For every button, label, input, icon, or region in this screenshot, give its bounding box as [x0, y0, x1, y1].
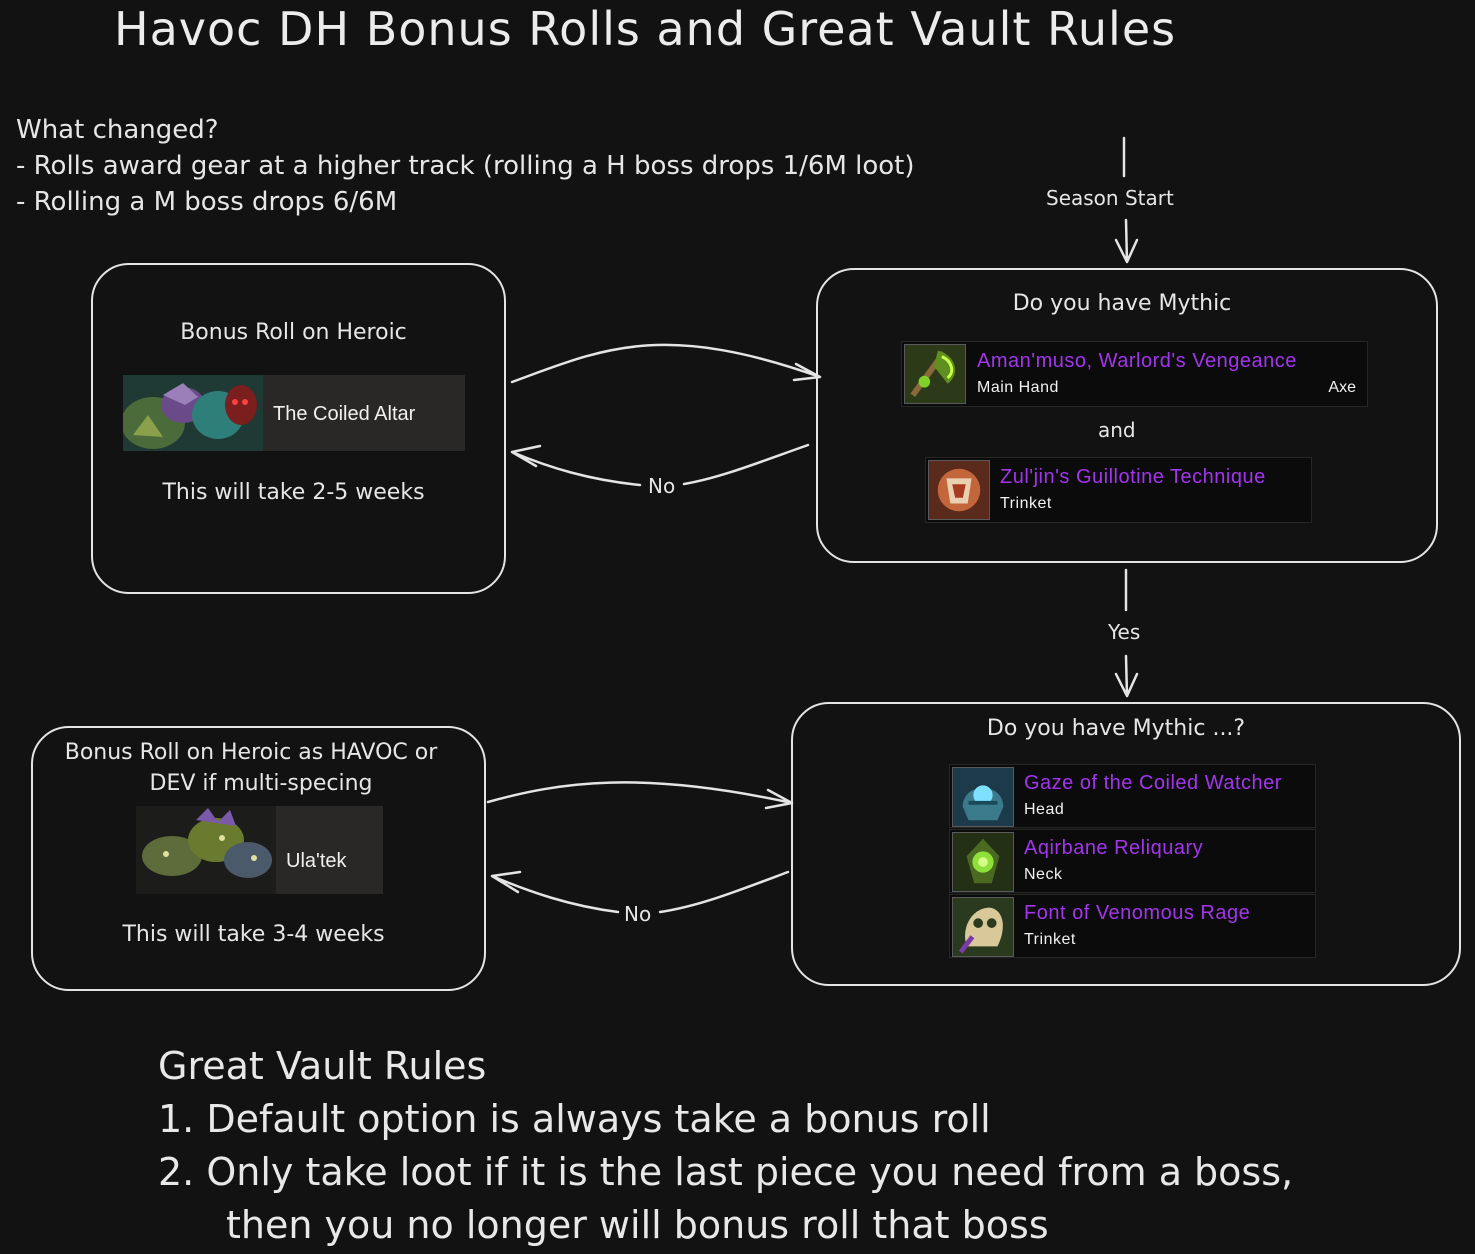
boss-name: Ula'tek	[286, 850, 347, 872]
helm-icon	[952, 767, 1014, 827]
bonus-roll-heroic-box	[91, 263, 506, 594]
boss-name: The Coiled Altar	[273, 403, 416, 425]
box-heading: Bonus Roll on Heroic as HAVOC or	[64, 740, 438, 765]
changes-heading: What changed?	[16, 115, 219, 145]
season-start-arrow	[1114, 218, 1139, 264]
page-title: Havoc DH Bonus Rolls and Great Vault Rul…	[114, 2, 1177, 56]
changes-line: - Rolling a M boss drops 6/6M	[16, 187, 398, 217]
trinket-icon	[928, 460, 990, 520]
box-heading: DEV if multi-specing	[149, 771, 373, 796]
boss-card: The Coiled Altar	[123, 375, 465, 451]
vault-rule-continuation: then you no longer will bonus roll that …	[226, 1203, 1049, 1247]
arrow-box2-to-box1-left	[682, 443, 810, 486]
item-name: Aqirbane Reliquary	[1024, 837, 1204, 859]
item-type: Axe	[1328, 379, 1356, 396]
item-slot: Main Hand	[977, 379, 1059, 396]
changes-notes: What changed? - Rolls award gear at a hi…	[16, 112, 915, 220]
item-name: Font of Venomous Rage	[1024, 902, 1251, 924]
item-slot: Neck	[1024, 866, 1063, 883]
yes-arrow	[1114, 654, 1139, 698]
box-heading: Do you have Mythic	[1012, 291, 1232, 316]
vault-rule: 1. Default option is always take a bonus…	[158, 1097, 991, 1141]
box-heading: Do you have Mythic ...?	[986, 716, 1246, 741]
item-row[interactable]: Gaze of the Coiled Watcher Head	[949, 764, 1316, 828]
no-label: No	[646, 474, 678, 498]
trinket-icon	[952, 897, 1014, 957]
no-label: No	[622, 902, 654, 926]
arrow-box4-to-box3-right	[490, 870, 620, 914]
boss-portrait-icon	[136, 806, 276, 894]
item-name: Aman'muso, Warlord's Vengeance	[977, 350, 1297, 372]
vault-heading: Great Vault Rules	[158, 1044, 487, 1088]
item-slot: Head	[1024, 801, 1065, 818]
changes-line: - Rolls award gear at a higher track (ro…	[16, 151, 915, 181]
item-row[interactable]: Font of Venomous Rage Trinket	[949, 894, 1316, 958]
great-vault-rules: Great Vault Rules 1. Default option is a…	[158, 1040, 1293, 1252]
item-name: Gaze of the Coiled Watcher	[1024, 772, 1282, 794]
arrow-box1-to-box2	[510, 343, 822, 384]
arrow-box3-to-box4	[486, 781, 794, 810]
item-row[interactable]: Aqirbane Reliquary Neck	[949, 829, 1316, 893]
item-row[interactable]: Zul'jin's Guillotine Technique Trinket	[925, 457, 1312, 523]
duration-text: This will take 3-4 weeks	[122, 922, 385, 947]
item-slot: Trinket	[1000, 495, 1052, 512]
axe-icon	[904, 344, 966, 404]
and-label: and	[1098, 418, 1136, 442]
yes-label: Yes	[1106, 620, 1143, 644]
mythic-check-box	[816, 268, 1438, 563]
arrow-box4-to-box3-left	[658, 870, 790, 914]
box-heading: Bonus Roll on Heroic	[180, 320, 407, 345]
duration-text: This will take 2-5 weeks	[162, 480, 425, 505]
item-row[interactable]: Aman'muso, Warlord's Vengeance Main Hand…	[901, 341, 1368, 407]
neck-icon	[952, 832, 1014, 892]
season-start-label: Season Start	[1044, 186, 1176, 210]
bonus-roll-heroic-havoc-box	[31, 726, 486, 991]
mythic-items-check-box	[791, 702, 1461, 986]
item-slot: Trinket	[1024, 931, 1076, 948]
boss-portrait-icon	[123, 375, 263, 451]
item-name: Zul'jin's Guillotine Technique	[1000, 466, 1266, 488]
arrow-box2-to-box1-right	[510, 444, 642, 487]
vault-rule: 2. Only take loot if it is the last piec…	[158, 1150, 1294, 1194]
boss-card: Ula'tek	[136, 806, 383, 894]
